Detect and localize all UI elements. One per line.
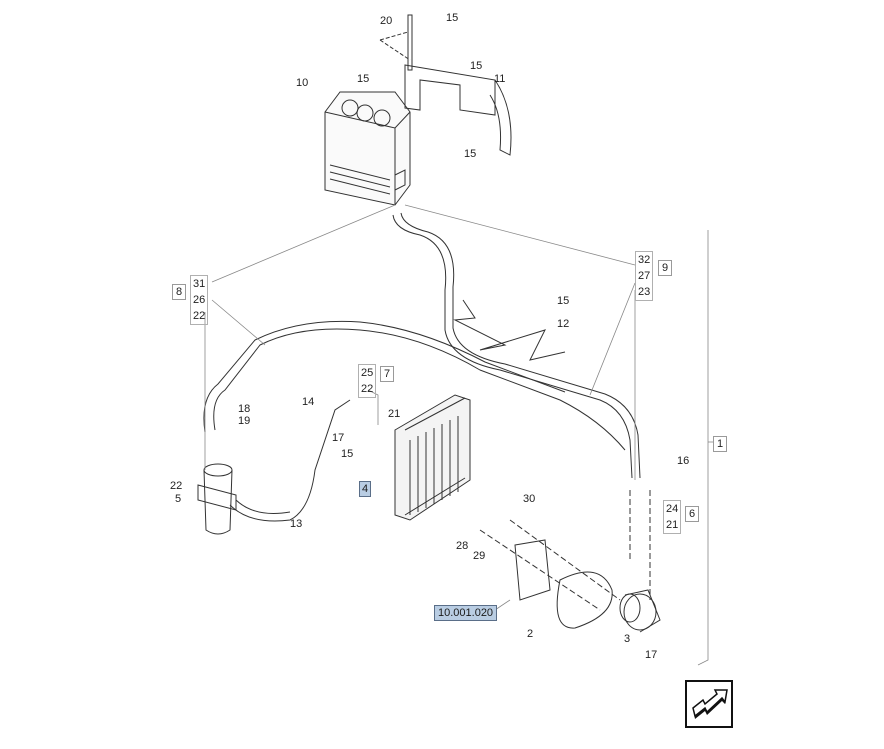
condenser — [394, 394, 471, 521]
compressor — [619, 589, 661, 633]
receiver-drier — [197, 463, 237, 535]
callout-24: 24 — [666, 503, 679, 515]
callout-15: 15 — [357, 73, 370, 85]
callout-10: 10 — [296, 77, 309, 89]
callout-31: 31 — [193, 278, 206, 290]
callout-22: 22 — [361, 383, 374, 395]
group-6-box[interactable]: 6 — [685, 506, 700, 522]
part-4-link[interactable]: 4 — [359, 481, 372, 497]
callout-25: 25 — [361, 367, 374, 379]
next-page-arrow-icon[interactable] — [685, 680, 733, 728]
callout-21: 21 — [666, 519, 679, 531]
callout-23: 23 — [638, 286, 651, 298]
callout-22: 22 — [193, 310, 206, 322]
callout-30: 30 — [523, 493, 536, 505]
group-6-items: 24 21 — [663, 500, 682, 534]
callout-16: 16 — [677, 455, 690, 467]
reference-10-001-020-link[interactable]: 10.001.020 — [434, 605, 498, 621]
callout-15: 15 — [341, 448, 354, 460]
callout-32: 32 — [638, 254, 651, 266]
callout-21: 21 — [388, 408, 401, 420]
callout-28: 28 — [456, 540, 469, 552]
callout-22: 22 — [170, 480, 183, 492]
callout-27: 27 — [638, 270, 651, 282]
compressor-bracket — [514, 539, 551, 601]
group-7-items: 25 22 — [358, 364, 377, 398]
callout-15: 15 — [470, 60, 483, 72]
callout-18: 18 — [238, 403, 251, 415]
callout-3: 3 — [624, 633, 631, 645]
drive-belt — [556, 571, 613, 629]
arrow-icon — [692, 689, 728, 719]
group-9-box[interactable]: 9 — [658, 260, 673, 276]
callout-15: 15 — [446, 12, 459, 24]
callout-11: 11 — [494, 73, 506, 85]
callout-14: 14 — [302, 396, 315, 408]
callout-17: 17 — [645, 649, 658, 661]
group-8-box[interactable]: 8 — [172, 284, 187, 300]
callout-19: 19 — [238, 415, 251, 427]
group-9-items: 32 27 23 — [635, 251, 654, 301]
callout-13: 13 — [290, 518, 303, 530]
callout-2: 2 — [527, 628, 534, 640]
callout-12: 12 — [557, 318, 570, 330]
group-8-items: 31 26 22 — [190, 275, 209, 325]
bracket-20 — [407, 14, 413, 71]
callout-26: 26 — [193, 294, 206, 306]
callout-15: 15 — [557, 295, 570, 307]
callout-17: 17 — [332, 432, 345, 444]
group-1-box[interactable]: 1 — [713, 436, 728, 452]
bracket-11 — [404, 64, 496, 116]
callout-5: 5 — [175, 493, 182, 505]
callout-29: 29 — [473, 550, 486, 562]
callout-15: 15 — [464, 148, 477, 160]
group-7-box[interactable]: 7 — [380, 366, 395, 382]
heater-unit — [324, 91, 411, 206]
callout-20: 20 — [380, 15, 393, 27]
